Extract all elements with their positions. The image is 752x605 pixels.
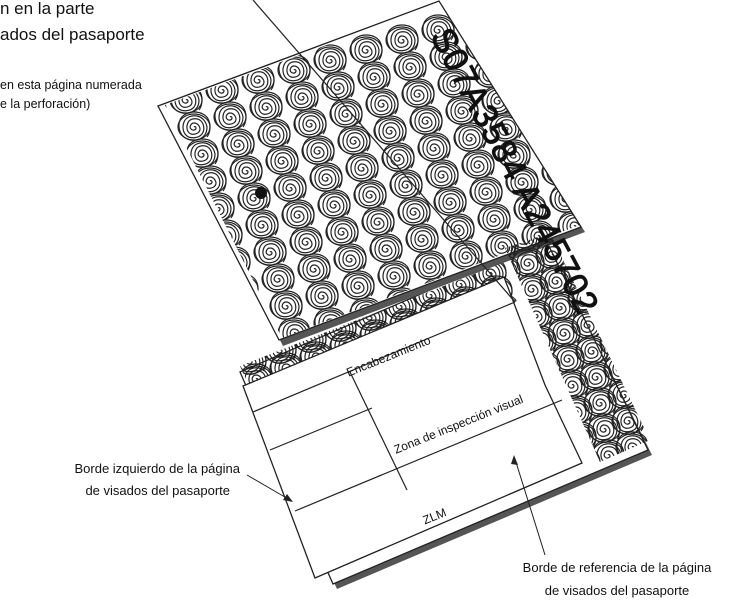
spiral-ornament (197, 310, 231, 338)
spiral-ornament (618, 282, 650, 310)
spiral-ornament (595, 301, 629, 331)
perforation-note-line-2: e la perforación) (0, 97, 90, 111)
spiral-ornament (577, 146, 580, 176)
spiral-ornament (173, 229, 207, 259)
spiral-ornament (594, 201, 626, 229)
left-edge-label-line-1: Borde izquierdo de la página (74, 461, 240, 476)
perforation-note-line-1: en esta página numerada (0, 78, 142, 92)
reference-edge-label-line-1: Borde de referencia de la página (523, 560, 712, 575)
spiral-ornament (241, 327, 275, 338)
left-edge-arrow (246, 474, 293, 502)
header-divider (252, 301, 516, 413)
spiral-ornament (165, 202, 199, 232)
spiral-ornament (569, 119, 580, 149)
spiral-ornament (583, 233, 617, 253)
spiral-ornament (501, 21, 535, 51)
reference-edge-arrow (511, 455, 546, 556)
spiral-ornament (181, 256, 215, 286)
spiral-ornament (493, 3, 527, 24)
spiral-ornament (457, 4, 491, 34)
spiral-ornament (603, 353, 637, 383)
data-page: Encabezamiento Zona de inspección visual… (242, 0, 583, 579)
spiral-ornament (599, 327, 633, 357)
spiral-ornament (204, 357, 236, 385)
spiral-ornament (240, 374, 243, 388)
spiral-ornament (580, 198, 612, 226)
spiral-ornament (602, 228, 634, 256)
spiral-ornament (205, 337, 239, 338)
reference-edge-label-line-2: de visados del pasaporte (545, 583, 690, 598)
spiral-ornament (216, 393, 248, 421)
spiral-ornament (165, 148, 183, 178)
spiral-ornament (587, 249, 621, 279)
spiral-ornament (541, 156, 575, 186)
photo-divider (269, 407, 373, 451)
spiral-ornament (533, 129, 567, 159)
mrz-divider (294, 399, 563, 512)
spiral-ornament (189, 283, 223, 313)
vertical-divider (349, 371, 408, 491)
spiral-ornament (537, 11, 571, 41)
spiral-ornament (165, 175, 191, 205)
spiral-ornament (525, 102, 559, 132)
spiral-ornament (553, 65, 580, 95)
caption-line-1: n en la parte (0, 0, 95, 18)
perforation-dot (255, 187, 267, 199)
left-edge-label-line-2: de visados del pasaporte (85, 483, 230, 498)
spiral-ornament (561, 92, 580, 122)
spiral-ornament (517, 75, 551, 105)
spiral-ornament (529, 3, 563, 14)
spiral-ornament (509, 48, 543, 78)
spiral-ornament (545, 38, 579, 68)
spiral-ornament (610, 255, 642, 283)
spiral-ornament (586, 174, 618, 202)
spiral-ornament (214, 365, 246, 393)
caption-line-2: ados del pasaporte (0, 25, 145, 44)
